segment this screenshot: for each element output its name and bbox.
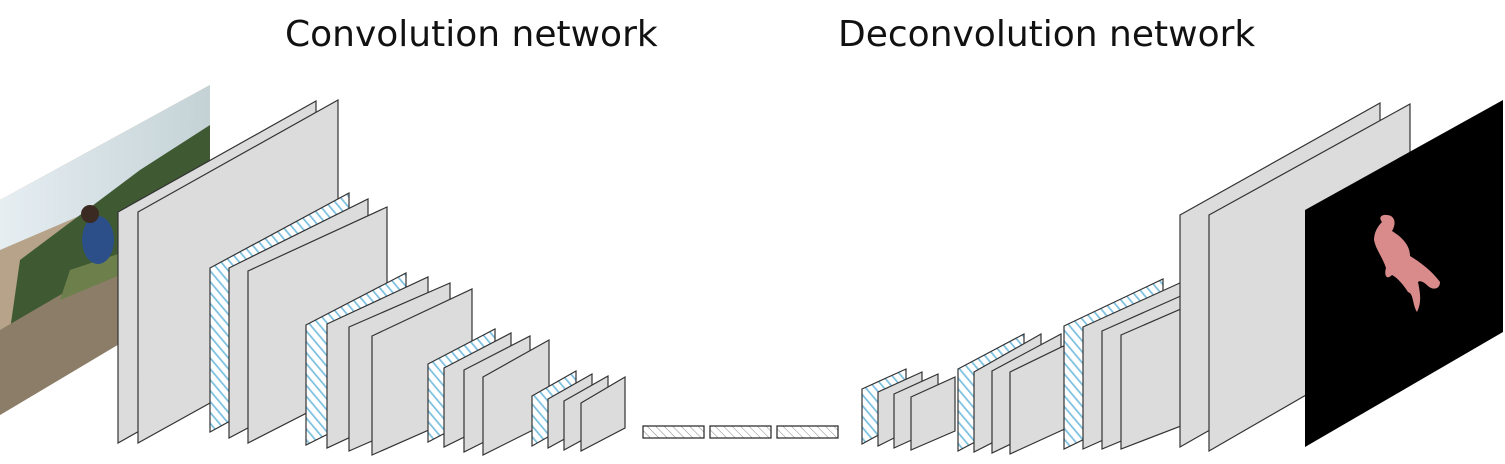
- deconv-feature-map: [910, 376, 956, 451]
- fully-connected-layers: [642, 425, 839, 439]
- conv-feature-map: [580, 375, 626, 452]
- output-segmentation-map: [1305, 100, 1503, 447]
- conv-block-4: [427, 328, 550, 456]
- segmented-person: [1374, 214, 1440, 312]
- deconv-block-1: [861, 368, 956, 451]
- fc-layer: [709, 425, 772, 439]
- deconv-block-2: [957, 332, 1081, 455]
- convolution-network-title: Convolution network: [285, 14, 658, 55]
- fc-layer: [776, 425, 839, 439]
- conv-block-5: [531, 369, 626, 452]
- fc-layer: [642, 425, 705, 439]
- deconvolution-network-title: Deconvolution network: [838, 14, 1256, 55]
